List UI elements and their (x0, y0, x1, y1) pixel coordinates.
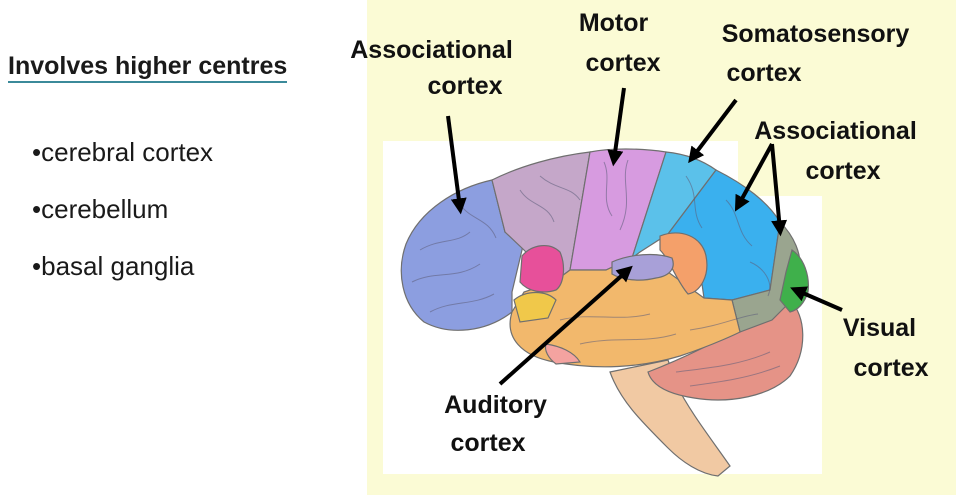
label-auditory-line2: cortex (450, 429, 525, 457)
label-associational-left-line2: cortex (427, 72, 502, 100)
label-associational-right-line2: cortex (805, 157, 880, 185)
label-visual: Visual cortex (843, 314, 929, 382)
broca-area (519, 245, 565, 293)
label-somatosensory-line1: Somatosensory (722, 20, 910, 48)
label-somatosensory-line2: cortex (726, 59, 801, 87)
bullet-cerebral-cortex: •cerebral cortex (32, 137, 214, 167)
label-associational-left-line1: Associational (350, 36, 513, 64)
arrow-associational-right-b (770, 143, 788, 237)
arrow-auditory (498, 265, 633, 386)
bullet-list: •cerebral cortex •cerebellum •basal gang… (32, 134, 213, 305)
label-motor-line1: Motor (579, 9, 649, 37)
slide-heading: Involves higher centres (8, 52, 288, 83)
label-associational-left: Associational cortex (350, 36, 520, 100)
label-motor: Motor cortex (579, 9, 661, 77)
label-auditory: Auditory cortex (444, 391, 554, 457)
arrow-visual (790, 286, 843, 312)
arrow-somatosensory (688, 98, 738, 164)
label-visual-line1: Visual (843, 314, 916, 342)
arrow-motor (607, 87, 626, 167)
somatosensory-region (630, 151, 717, 260)
label-motor-line2: cortex (585, 49, 660, 77)
label-auditory-line1: Auditory (444, 391, 547, 419)
label-associational-right: Associational cortex (754, 117, 924, 185)
label-somatosensory: Somatosensory cortex (722, 20, 917, 87)
frontal-lobe (400, 179, 525, 331)
label-associational-right-line1: Associational (754, 117, 917, 145)
brainstem (609, 359, 731, 477)
arrow-associational-left (446, 115, 467, 215)
brain-illustration (400, 148, 809, 477)
bullet-cerebellum: •cerebellum (32, 194, 169, 224)
orbital-region (513, 291, 557, 323)
arrow-associational-right-a (734, 143, 774, 212)
bullet-basal-ganglia: •basal ganglia (32, 251, 195, 281)
annotation-arrows (446, 87, 843, 386)
temporal-pole (544, 343, 582, 365)
label-visual-line2: cortex (853, 354, 928, 382)
